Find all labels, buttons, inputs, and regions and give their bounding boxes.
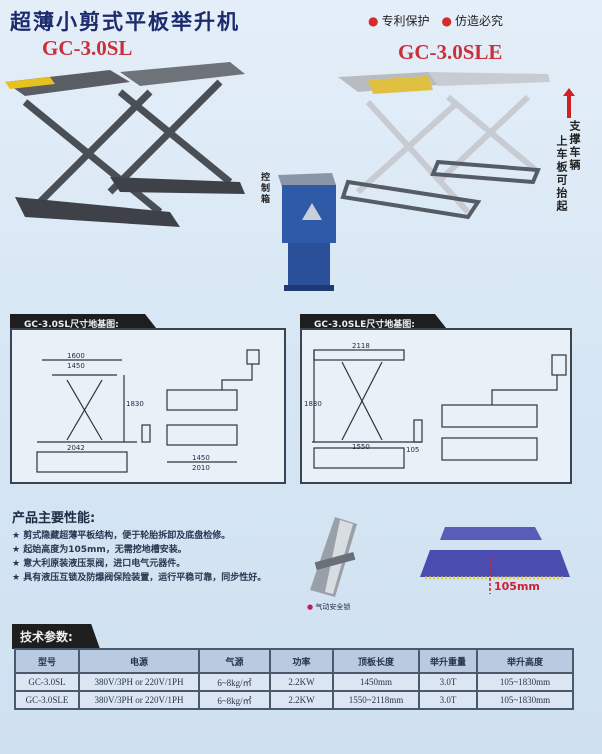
dim: 1600: [67, 352, 85, 360]
safety-lock-label: ● 气动安全锁: [307, 603, 351, 611]
control-box-image: [278, 173, 336, 291]
features: 产品主要性能: 剪式隐藏超薄平板结构，便于轮胎拆卸及底盘检修。 起始高度为105…: [12, 512, 297, 585]
page-title: 超薄小剪式平板举升机: [10, 10, 240, 34]
table-header-row: 型号 电源 气源 功率 顶板长度 举升重量 举升高度: [14, 648, 574, 674]
badge-copy: 仿造必究: [442, 12, 503, 29]
min-height-label: 105mm: [494, 580, 540, 593]
cell: 1450mm: [332, 672, 420, 692]
badges: 专利保护 仿造必究: [368, 12, 503, 29]
diagram-sl: 1600 1450 1830 2042 1450 2010: [10, 328, 286, 484]
col-header: 顶板长度: [332, 648, 420, 674]
specs-table: 型号 电源 气源 功率 顶板长度 举升重量 举升高度 GC-3.0SL 380V…: [14, 648, 574, 710]
table-row: GC-3.0SLE 380V/3PH or 220V/1PH 6~8kg/㎡ 2…: [14, 690, 574, 710]
dim: 1830: [304, 400, 322, 408]
cell: 3.0T: [418, 672, 478, 692]
dim: 105: [406, 446, 420, 454]
cell: 380V/3PH or 220V/1PH: [78, 690, 200, 710]
feature-item: 意大利原装液压泵阀，进口电气元器件。: [12, 557, 297, 571]
cell: 380V/3PH or 220V/1PH: [78, 672, 200, 692]
cell: 1550~2118mm: [332, 690, 420, 710]
col-header: 功率: [269, 648, 334, 674]
cell: GC-3.0SL: [14, 672, 80, 692]
dim: 1830: [126, 400, 144, 408]
dim: 2010: [192, 464, 210, 472]
control-box-label: 控制箱: [259, 172, 269, 205]
safety-lock-text: 气动安全锁: [315, 603, 351, 611]
lift-sle-image: [338, 72, 550, 220]
cell: 3.0T: [418, 690, 478, 710]
cell: 105~1830mm: [476, 672, 574, 692]
cell: GC-3.0SLE: [14, 690, 80, 710]
col-header: 电源: [78, 648, 200, 674]
specs-title: 技术参数:: [12, 624, 100, 649]
cell: 2.2KW: [269, 672, 334, 692]
dim: 2042: [67, 444, 85, 452]
platform-note-1: 支撑车辆: [568, 120, 581, 172]
col-header: 型号: [14, 648, 80, 674]
cell: 6~8kg/㎡: [198, 672, 271, 692]
table-row: GC-3.0SL 380V/3PH or 220V/1PH 6~8kg/㎡ 2.…: [14, 672, 574, 692]
platform-note-2: 上车板可抬起: [555, 135, 568, 213]
badge-patent: 专利保护: [368, 12, 429, 29]
feature-item: 起始高度为105mm，无需挖地槽安装。: [12, 543, 297, 557]
features-title: 产品主要性能:: [12, 511, 96, 526]
cell: 6~8kg/㎡: [198, 690, 271, 710]
col-header: 举升重量: [418, 648, 478, 674]
lift-sl-image: [5, 62, 245, 227]
dim: 1450: [192, 454, 210, 462]
cell: 2.2KW: [269, 690, 334, 710]
safety-lock-image: [310, 517, 357, 597]
model-left: GC-3.0SL: [42, 36, 133, 60]
col-header: 举升高度: [476, 648, 574, 674]
dim: 2118: [352, 342, 370, 350]
feature-item: 剪式隐藏超薄平板结构，便于轮胎拆卸及底盘检修。: [12, 529, 297, 543]
cell: 105~1830mm: [476, 690, 574, 710]
col-header: 气源: [198, 648, 271, 674]
platform-image: [420, 527, 570, 594]
diagram-sle: 2118 1550 1830 105: [300, 328, 572, 484]
feature-item: 具有液压互锁及防爆阀保险装置，运行平稳可靠，同步性好。: [12, 571, 297, 585]
dim: 1550: [352, 443, 370, 451]
model-right: GC-3.0SLE: [398, 40, 503, 64]
dim: 1450: [67, 362, 85, 370]
up-arrow-icon: [563, 88, 575, 118]
